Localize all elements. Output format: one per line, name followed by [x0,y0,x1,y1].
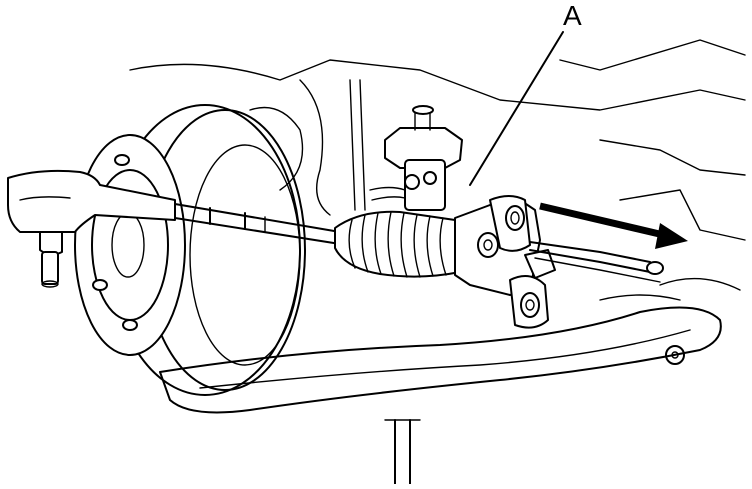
callout-leader-line [469,31,564,186]
tie-rod [174,203,341,245]
lower-strut [384,419,421,485]
tie-rod-end [7,169,176,288]
brake-disc [74,104,306,396]
callout-label-a: A [563,0,582,31]
gearbox-housing [369,105,556,329]
lower-control-arm [159,277,741,414]
chassis-background [129,39,746,241]
direction-arrow [539,202,688,249]
rack-boot [334,210,461,278]
fluid-lines [529,241,664,283]
